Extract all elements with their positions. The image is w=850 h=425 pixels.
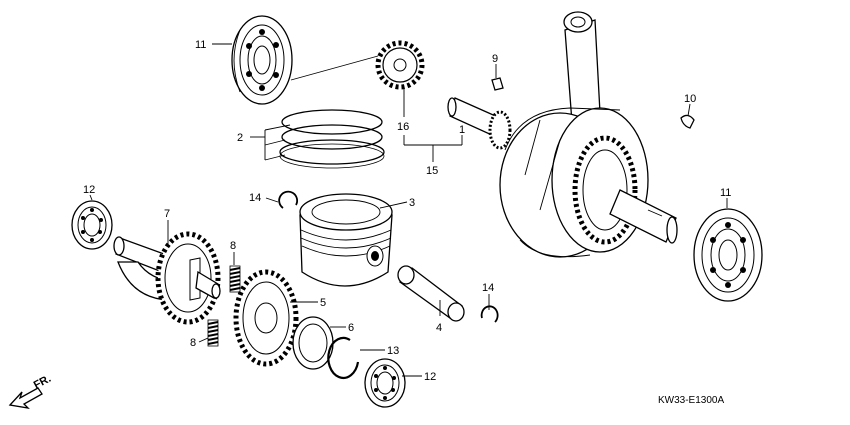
piston-3 [299, 193, 393, 287]
key-10 [680, 114, 695, 129]
label-part-2: 2 [237, 132, 243, 144]
label-part-6: 6 [348, 322, 354, 334]
leader-lines [89, 43, 728, 377]
label-part-11-top: 11 [195, 39, 206, 51]
balancer-shaft-7 [113, 231, 221, 325]
front-direction-arrow: FR. [8, 373, 53, 409]
front-direction-label: FR. [32, 373, 53, 392]
label-part-8-bottom: 8 [190, 337, 196, 349]
label-part-11-right: 11 [720, 187, 731, 199]
washer-6 [292, 316, 334, 370]
label-part-13: 13 [387, 345, 399, 357]
key-9 [491, 77, 504, 91]
bearing-11-top [231, 15, 293, 105]
label-part-12-left: 12 [83, 184, 95, 196]
label-part-12-bottom: 12 [424, 371, 436, 383]
circlip-14-right [480, 305, 499, 323]
crankshaft-1 [447, 11, 678, 258]
gear-5 [233, 269, 299, 367]
gear-16 [375, 40, 425, 90]
label-part-16: 16 [397, 121, 409, 133]
label-part-1: 1 [459, 124, 465, 136]
piston-rings-2 [279, 109, 385, 169]
label-part-9: 9 [492, 53, 498, 65]
bearing-11-right [693, 208, 763, 302]
label-part-4: 4 [436, 322, 442, 334]
bearing-12-bottom [364, 358, 406, 408]
diagram-code: KW33-E1300A [658, 395, 724, 406]
piston-pin-4 [397, 265, 465, 322]
label-part-10: 10 [684, 93, 696, 105]
label-part-8-top: 8 [230, 240, 236, 252]
spring-8-bottom [207, 319, 219, 347]
circlip-14-left [278, 190, 299, 209]
label-part-14-right: 14 [482, 282, 494, 294]
snap-ring-13 [327, 336, 360, 379]
bearing-12-left [71, 200, 113, 250]
label-part-15: 15 [426, 165, 438, 177]
label-part-14-left: 14 [249, 192, 261, 204]
label-part-3: 3 [409, 197, 415, 209]
label-part-7: 7 [164, 208, 170, 220]
spring-8-top [229, 265, 241, 293]
label-part-5: 5 [320, 297, 326, 309]
